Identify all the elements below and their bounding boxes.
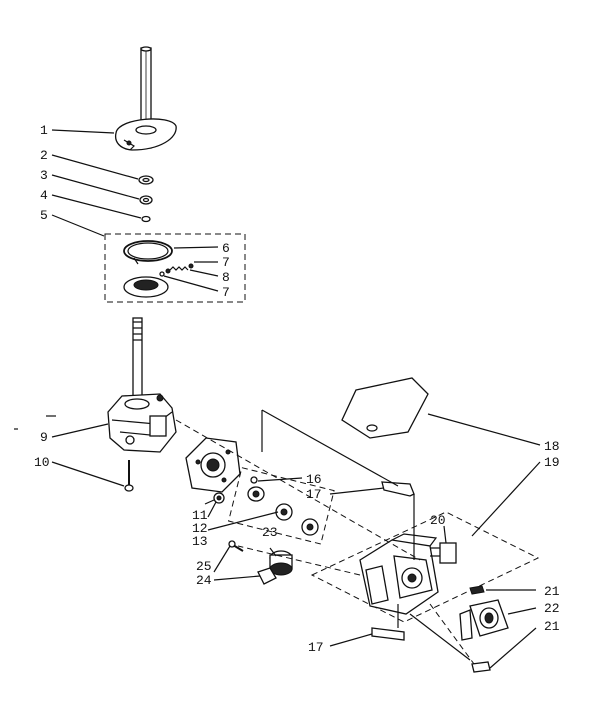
part-22-pulley <box>459 599 509 641</box>
callout-10: 10 <box>34 455 50 470</box>
part-4-ring <box>141 215 151 223</box>
part-1-cam <box>114 118 177 151</box>
clutch-hub <box>123 276 169 298</box>
callout-17-lower: 17 <box>308 640 324 655</box>
callout-17-upper: 17 <box>306 487 322 502</box>
callout-20: 20 <box>430 513 446 528</box>
bearing-a <box>247 486 265 502</box>
leader-lines <box>51 129 541 669</box>
callout-5: 5 <box>40 208 48 223</box>
part-21-clip-upper <box>469 585 485 595</box>
bearing-c <box>301 518 319 536</box>
callout-21-upper: 21 <box>544 584 560 599</box>
part-3-washer <box>139 195 153 205</box>
callout-6: 6 <box>222 241 230 256</box>
part-21-clip-lower <box>471 661 491 673</box>
callout-21-lower: 21 <box>544 619 560 634</box>
part-11-mounting-plate <box>185 437 241 493</box>
part-6-clutch-band <box>123 240 173 265</box>
part-20-switch <box>430 542 457 564</box>
callout-labels: 1 2 3 4 5 6 7 8 7 9 10 11 12 13 16 17 18… <box>34 123 560 655</box>
part-17-bracket-lower <box>371 627 405 641</box>
callout-7-lower: 7 <box>222 285 230 300</box>
callout-23: 23 <box>262 525 278 540</box>
part-5-kit-box <box>104 233 246 303</box>
part-13-bearing-kit-box <box>227 467 335 545</box>
drive-motor-housing <box>359 533 439 615</box>
part-16-pin <box>250 476 258 484</box>
part-2-washer <box>138 175 154 185</box>
callout-9: 9 <box>40 430 48 445</box>
callout-16: 16 <box>306 472 322 487</box>
callout-3: 3 <box>40 168 48 183</box>
callout-18: 18 <box>544 439 560 454</box>
part-8-spring <box>165 263 194 274</box>
part-23-impeller <box>269 550 293 576</box>
part-17-bracket-upper <box>381 481 415 497</box>
part-10-screw <box>124 460 134 492</box>
callout-13: 13 <box>192 534 208 549</box>
callout-22: 22 <box>544 601 560 616</box>
callout-8: 8 <box>222 270 230 285</box>
callout-24: 24 <box>196 573 212 588</box>
part-24-clip <box>257 567 277 585</box>
callout-4: 4 <box>40 188 48 203</box>
callout-11: 11 <box>192 508 208 523</box>
part-12-nut <box>213 492 225 504</box>
callout-2: 2 <box>40 148 48 163</box>
part-7-clip <box>159 271 165 277</box>
part-9-gearcase <box>107 393 177 453</box>
alignment-lines <box>175 409 475 665</box>
callout-7-upper: 7 <box>222 255 230 270</box>
part-18-gasket <box>341 377 429 439</box>
bearing-b <box>275 503 293 521</box>
callout-19: 19 <box>544 455 560 470</box>
part-25-screw <box>228 540 244 552</box>
callout-12: 12 <box>192 521 208 536</box>
callout-25: 25 <box>196 559 212 574</box>
callout-1: 1 <box>40 123 48 138</box>
